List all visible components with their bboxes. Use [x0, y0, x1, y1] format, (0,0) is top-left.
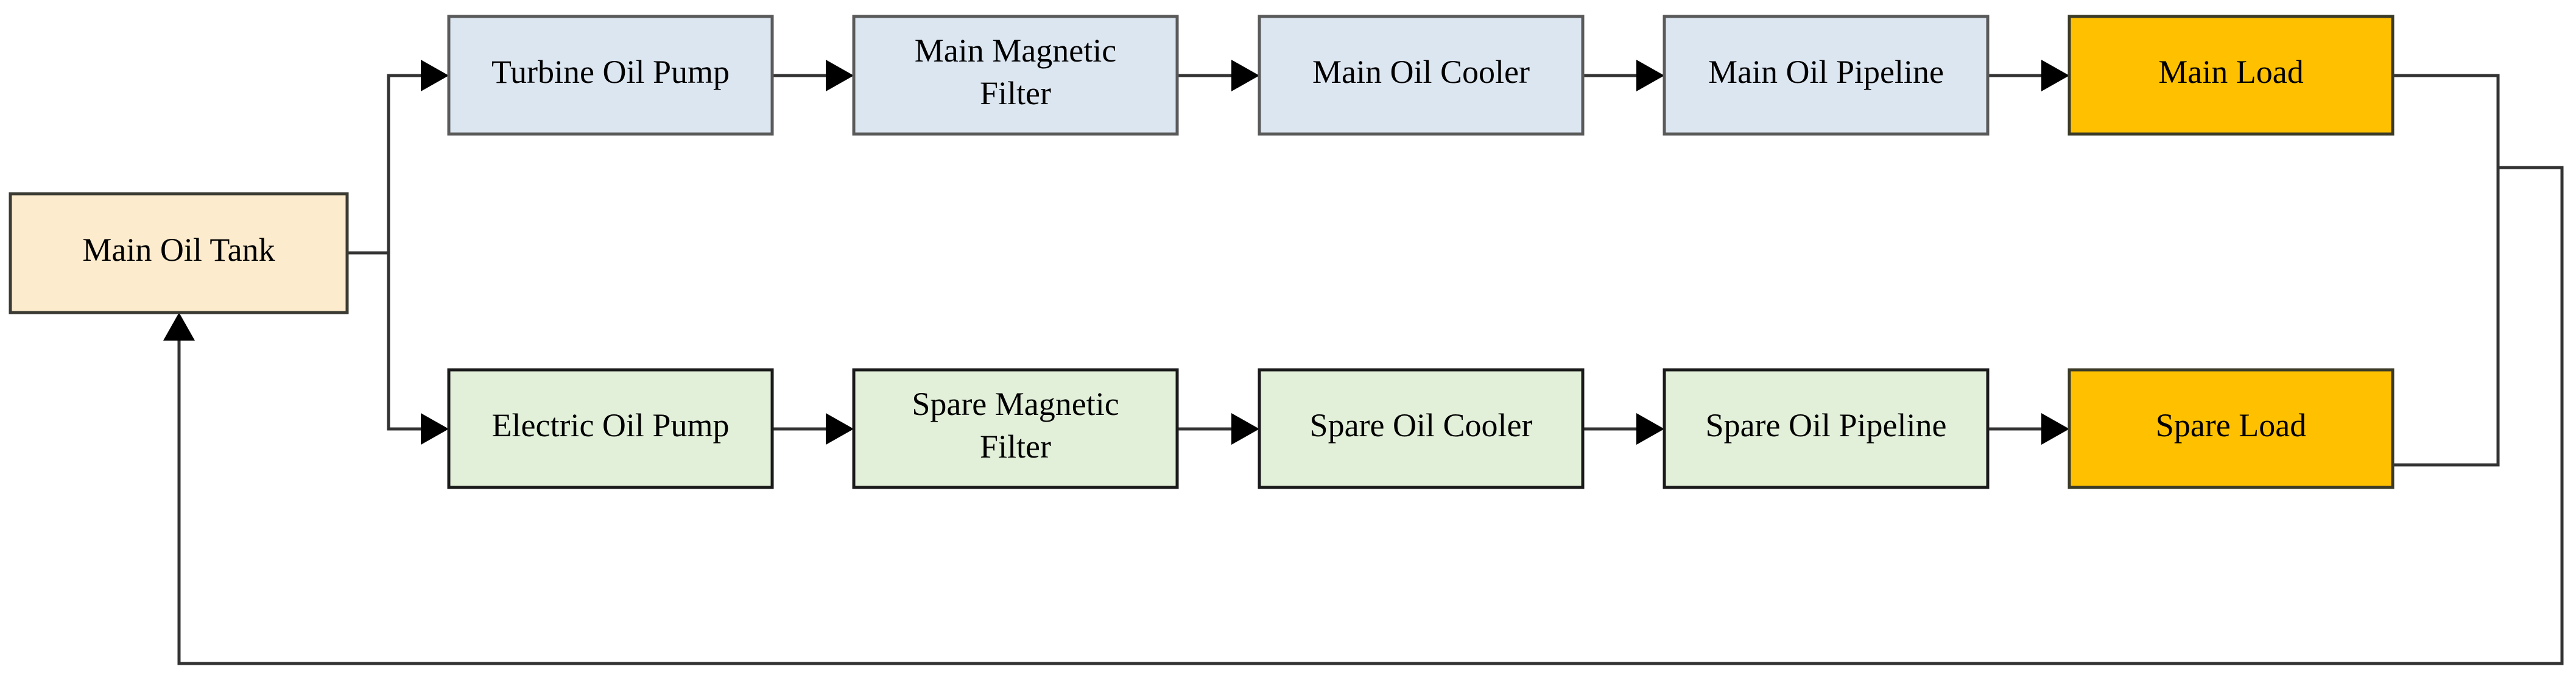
node-box[interactable]: [447, 368, 774, 489]
node-box[interactable]: [852, 15, 1179, 136]
node-box[interactable]: [447, 15, 774, 136]
arrowhead-icon: [826, 60, 854, 91]
node-box[interactable]: [1663, 368, 1990, 489]
edge-main-filter-to-main-cooler: [1177, 60, 1259, 91]
arrowhead-icon: [2041, 413, 2069, 445]
node-main-oil-cooler[interactable]: Main Oil Cooler: [1258, 15, 1585, 136]
arrowhead-icon: [826, 413, 854, 445]
node-box[interactable]: [852, 368, 1179, 489]
edge-main-cooler-to-main-pipeline: [1583, 60, 1664, 91]
node-label: Electric Oil Pump: [492, 407, 730, 444]
node-turbine-oil-pump[interactable]: Turbine Oil Pump: [447, 15, 774, 136]
edge-main-pipeline-to-main-load: [1988, 60, 2069, 91]
arrowhead-icon: [1231, 413, 1259, 445]
node-label: Main Oil Cooler: [1312, 54, 1530, 90]
arrowhead-icon: [421, 413, 449, 445]
nodes-layer: Main Oil Tank Turbine Oil Pump Main Magnet…: [9, 15, 2395, 489]
node-main-load[interactable]: Main Load: [2067, 15, 2395, 136]
node-main-oil-tank[interactable]: Main Oil Tank: [9, 192, 349, 314]
node-label: Main Oil Tank: [82, 232, 275, 268]
edge-main-load-to-return: [2393, 74, 2500, 168]
node-label: Spare Oil Cooler: [1310, 407, 1533, 444]
node-label: Main Magnetic: [915, 32, 1116, 69]
node-spare-oil-cooler[interactable]: Spare Oil Cooler: [1258, 368, 1585, 489]
edge-path: [2393, 74, 2500, 168]
arrowhead-icon: [1636, 60, 1664, 91]
edge-spare-cooler-to-spare-pipeline: [1583, 413, 1664, 445]
edge-path: [2393, 168, 2500, 467]
node-spare-oil-pipeline[interactable]: Spare Oil Pipeline: [1663, 368, 1990, 489]
node-electric-oil-pump[interactable]: Electric Oil Pump: [447, 368, 774, 489]
edge-tank-to-electric-pump: [387, 253, 449, 445]
node-box[interactable]: [9, 192, 349, 314]
node-box[interactable]: [1258, 15, 1585, 136]
arrowhead-icon: [1636, 413, 1664, 445]
node-label: Main Load: [2158, 54, 2303, 90]
arrowhead-icon: [421, 60, 449, 91]
node-spare-load[interactable]: Spare Load: [2067, 368, 2395, 489]
edge-tank-to-turbine-pump: [347, 60, 449, 255]
edge-turbine-pump-to-main-filter: [772, 60, 854, 91]
edge-path: [177, 166, 2564, 665]
edge-electric-pump-to-spare-filter: [772, 413, 854, 445]
arrowhead-icon: [1231, 60, 1259, 91]
node-main-oil-pipeline[interactable]: Main Oil Pipeline: [1663, 15, 1990, 136]
edges-layer: [163, 60, 2564, 665]
node-label: Spare Oil Pipeline: [1706, 407, 1947, 444]
edge-path: [387, 253, 421, 431]
edge-spare-load-to-return: [2393, 168, 2500, 467]
node-box[interactable]: [2067, 15, 2395, 136]
edge-spare-pipeline-to-spare-load: [1988, 413, 2069, 445]
edge-spare-filter-to-spare-cooler: [1177, 413, 1259, 445]
node-box[interactable]: [1258, 368, 1585, 489]
arrowhead-icon: [163, 313, 195, 341]
node-box[interactable]: [2067, 368, 2395, 489]
node-label: Spare Load: [2156, 407, 2306, 444]
node-label: Turbine Oil Pump: [491, 54, 730, 90]
node-label: Spare Magnetic: [912, 386, 1119, 422]
node-label: Main Oil Pipeline: [1708, 54, 1944, 90]
node-label: Filter: [980, 428, 1051, 465]
edge-path: [347, 74, 421, 255]
node-label: Filter: [980, 75, 1051, 111]
node-box[interactable]: [1663, 15, 1990, 136]
arrowhead-icon: [2041, 60, 2069, 91]
edge-return-to-tank: [163, 166, 2564, 665]
